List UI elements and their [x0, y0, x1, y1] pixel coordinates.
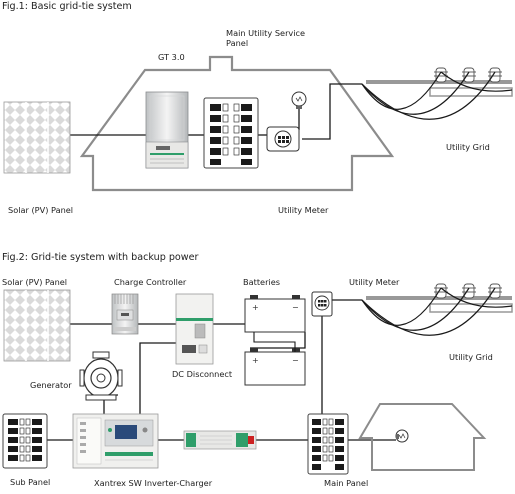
- sub-panel: [2, 413, 48, 469]
- gt-label: GT 3.0: [158, 52, 185, 62]
- fig2-utility-meter: [311, 291, 333, 317]
- main-panel-label: Main Panel: [324, 478, 369, 488]
- fig1-solar-panel: [3, 101, 71, 174]
- svg-text:+: +: [252, 356, 259, 365]
- fig2-light-bulb-icon: [395, 429, 409, 443]
- main-panel: [307, 413, 349, 475]
- charge-controller-label: Charge Controller: [114, 277, 187, 287]
- generator-label: Generator: [30, 380, 72, 390]
- fig1-light-bulb-icon: [291, 91, 307, 109]
- fig1-title: Fig.1: Basic grid-tie system: [2, 1, 132, 12]
- battery-top: + −: [244, 295, 306, 333]
- fig2-house-outline: [358, 403, 487, 471]
- inverter-charger: [72, 413, 159, 469]
- gt-inverter: [145, 91, 189, 169]
- fig1-utility-grid-label: Utility Grid: [446, 142, 490, 152]
- fig2-utility-grid: [361, 283, 513, 336]
- fig1-house-outline: [79, 55, 395, 192]
- dc-disconnect: [175, 293, 214, 365]
- inverter-charger-label: Xantrex SW Inverter-Charger: [94, 478, 213, 488]
- batteries-label: Batteries: [243, 277, 281, 287]
- svg-text:−: −: [292, 303, 299, 312]
- sub-panel-label: Sub Panel: [10, 477, 51, 487]
- dc-disconnect-label: DC Disconnect: [172, 369, 233, 379]
- fig1-service-panel: [203, 97, 259, 169]
- fig1-utility-meter-label: Utility Meter: [278, 205, 329, 215]
- fig2-utility-grid-label: Utility Grid: [449, 352, 493, 362]
- battery-link: [253, 332, 296, 352]
- svg-text:−: −: [292, 356, 299, 365]
- service-panel-label-line1: Main Utility Service: [226, 28, 306, 38]
- fig1-utility-meter: [266, 126, 300, 152]
- svg-text:+: +: [252, 303, 259, 312]
- charge-controller: [111, 293, 139, 335]
- fig1-wiring: [69, 83, 362, 140]
- fig1-solar-panel-label: Solar (PV) Panel: [8, 205, 74, 215]
- service-panel-label-line2: Panel: [226, 38, 249, 48]
- fig2-utility-meter-label: Utility Meter: [349, 277, 400, 287]
- battery-bottom: + −: [244, 348, 306, 386]
- fig2-solar-panel-label: Solar (PV) Panel: [2, 277, 68, 287]
- fig1-utility-grid: [361, 67, 513, 120]
- fig2-solar-panel: [3, 289, 71, 362]
- generator: [79, 351, 123, 401]
- inline-unit: [183, 430, 257, 450]
- fig2-title: Fig.2: Grid-tie system with backup power: [2, 252, 199, 263]
